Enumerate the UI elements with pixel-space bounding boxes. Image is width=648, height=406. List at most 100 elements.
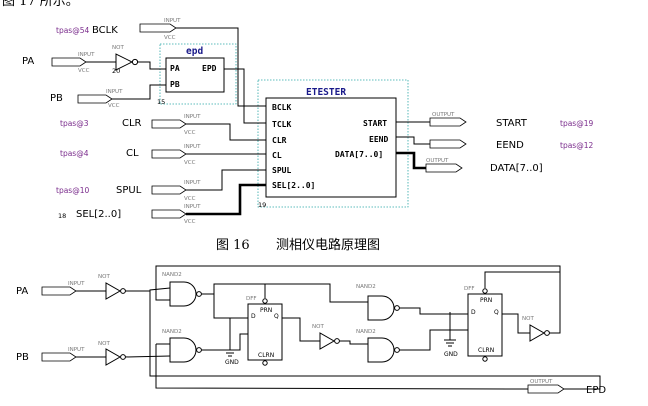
input-pin-shape xyxy=(41,352,77,362)
pin-type: INPUT xyxy=(68,347,85,353)
port-spul: SPUL xyxy=(272,166,291,175)
input-pin-shape xyxy=(151,209,187,219)
dff-2: DFF PRN D Q CLRN xyxy=(464,286,503,362)
port-start: START xyxy=(363,119,387,128)
bottom-input-pa: PA INPUT xyxy=(16,281,85,297)
svg-text:Q: Q xyxy=(274,313,279,320)
not-tag: NOT xyxy=(98,341,110,347)
svg-text:PRN: PRN xyxy=(480,297,492,304)
svg-text:PRN: PRN xyxy=(260,307,272,314)
pin-name: DATA[7..0] xyxy=(490,163,543,174)
pin-type: INPUT xyxy=(184,114,201,120)
pin-vcc: VCC xyxy=(108,103,120,109)
pin-name: PA xyxy=(22,56,34,67)
header-fragment: 图 17 所示。 xyxy=(2,0,79,9)
pin-name: SPUL xyxy=(116,185,142,196)
pin-name: PB xyxy=(50,93,63,104)
wire-bclk xyxy=(176,27,266,107)
wire-not-mid xyxy=(339,340,368,345)
pin-type: INPUT xyxy=(78,52,95,58)
pin-name: EPD xyxy=(586,385,606,396)
pin-name: BCLK xyxy=(92,25,118,36)
output-pin-data: OUTPUT DATA[7..0] xyxy=(425,158,543,174)
tpas-label: tpas@3 xyxy=(60,119,89,128)
epd-block: epd PA PB EPD 15 xyxy=(157,46,225,106)
input-pin-bclk: tpas@54 BCLK INPUT VCC xyxy=(56,18,181,41)
not-tag: NOT xyxy=(522,316,534,322)
pin-vcc: VCC xyxy=(184,196,196,202)
epd-port-epd: EPD xyxy=(202,64,217,73)
wire-nand3-out xyxy=(399,307,468,315)
pin-type: OUTPUT xyxy=(426,158,449,164)
svg-text:CLRN: CLRN xyxy=(258,352,274,359)
port-cl: CL xyxy=(272,151,282,160)
nand-gate-2: NAND2 xyxy=(162,329,202,363)
pin-number: 18 xyxy=(58,212,66,220)
pin-type: INPUT xyxy=(68,281,85,287)
output-pin-shape xyxy=(429,117,467,127)
pin-vcc: VCC xyxy=(184,219,196,225)
bottom-input-pb: PB INPUT xyxy=(16,347,85,363)
bus-sel xyxy=(186,183,266,216)
not-tag: NOT xyxy=(98,274,110,280)
pin-name: SEL[2..0] xyxy=(76,209,121,220)
wire-pa xyxy=(86,61,166,70)
input-pin-shape xyxy=(139,23,177,33)
pin-vcc: VCC xyxy=(184,160,196,166)
input-pin-pb: PB INPUT VCC xyxy=(50,89,123,109)
nand-gate-4: NAND2 xyxy=(356,329,400,363)
epd-port-pb: PB xyxy=(170,80,180,89)
wire-b-pb xyxy=(76,355,171,358)
svg-text:CLRN: CLRN xyxy=(478,347,494,354)
etester-body xyxy=(265,97,397,198)
pin-vcc: VCC xyxy=(164,35,176,41)
pin-type: OUTPUT xyxy=(530,379,553,385)
pin-name: CLR xyxy=(122,118,142,129)
nand-gate-1: NAND2 xyxy=(162,272,202,307)
pin-name: PA xyxy=(16,286,28,297)
not-gate-bottom-pa: NOT xyxy=(98,274,126,300)
nand-tag: NAND2 xyxy=(162,329,182,335)
etester-outline xyxy=(257,79,409,208)
pin-type: OUTPUT xyxy=(432,112,455,118)
nand-gate-3: NAND2 xyxy=(356,284,400,321)
input-pin-shape xyxy=(77,94,113,104)
epd-instance: 15 xyxy=(157,98,165,106)
pin-type: INPUT xyxy=(184,144,201,150)
figure-number: 图 16 xyxy=(216,238,250,253)
output-pin-start: OUTPUT START tpas@19 xyxy=(429,112,593,129)
pin-type: INPUT xyxy=(106,89,123,95)
etester-block: ETESTER BCLK TCLK CLR CL SPUL SEL[2..0] … xyxy=(258,87,397,209)
output-pin-shape xyxy=(429,139,467,149)
etester-title: ETESTER xyxy=(306,87,346,98)
epd-body xyxy=(165,57,225,93)
output-pin-shape xyxy=(527,384,565,394)
pin-name: CL xyxy=(126,148,139,159)
bus-data xyxy=(396,151,426,170)
wire-epd-route xyxy=(149,291,601,390)
tpas-label: tpas@4 xyxy=(60,149,89,158)
not-tag: NOT xyxy=(112,45,124,51)
wire-dff2-q xyxy=(502,313,530,334)
input-pin-cl: tpas@4 CL INPUT VCC xyxy=(60,144,201,166)
wire-nand1-out xyxy=(201,283,368,319)
input-pin-shape xyxy=(151,119,187,129)
gnd-1: GND xyxy=(224,318,239,366)
port-data: DATA[7..0] xyxy=(335,150,383,159)
svg-text:20: 20 xyxy=(112,67,120,75)
input-pin-pa: PA INPUT VCC xyxy=(22,52,95,74)
not-gate-bottom-pb: NOT xyxy=(98,341,126,366)
svg-text:Q: Q xyxy=(494,309,499,316)
epd-port-pa: PA xyxy=(170,64,180,73)
wire-feedback-bottom xyxy=(155,343,529,390)
svg-text:D: D xyxy=(471,309,476,316)
wire-pb xyxy=(112,84,166,100)
port-clr: CLR xyxy=(272,136,287,145)
gnd-2: GND xyxy=(444,312,458,358)
svg-text:GND: GND xyxy=(225,359,239,366)
pin-vcc: VCC xyxy=(78,68,90,74)
pin-type: INPUT xyxy=(184,180,201,186)
pin-name: EEND xyxy=(496,140,524,151)
